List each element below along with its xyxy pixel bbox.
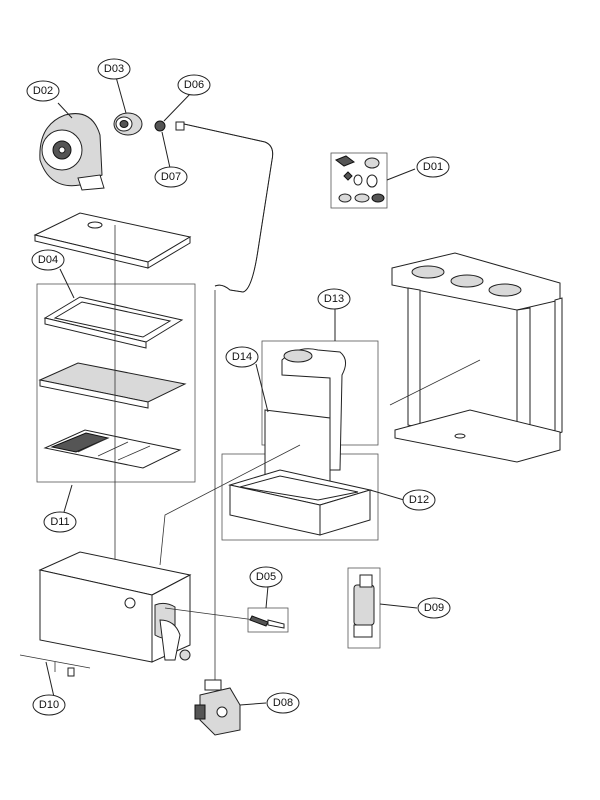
rod-d10 xyxy=(19,654,91,677)
callout-D10: D10 xyxy=(32,694,66,716)
callout-D07: D07 xyxy=(154,166,188,188)
label-D10: D10 xyxy=(39,699,59,711)
leader-lines xyxy=(45,76,418,706)
label-D02: D02 xyxy=(33,85,53,97)
boiler-casing xyxy=(391,252,563,463)
fan-blower-d02 xyxy=(39,113,105,191)
label-D03: D03 xyxy=(104,63,124,75)
callout-D02: D02 xyxy=(26,80,60,102)
chamber-frame-d12 xyxy=(228,469,372,536)
callout-D09: D09 xyxy=(417,597,451,619)
fan-mounting-plate xyxy=(33,212,192,269)
seal-kit-d01 xyxy=(330,152,388,209)
label-D12: D12 xyxy=(409,494,429,506)
label-D01: D01 xyxy=(423,161,443,173)
gas-pipe xyxy=(183,123,274,293)
burner-perforated-plate xyxy=(38,362,187,409)
label-D13: D13 xyxy=(324,293,344,305)
fitting-d06-d07 xyxy=(154,120,185,132)
callout-D01: D01 xyxy=(416,156,450,178)
callout-D05: D05 xyxy=(249,566,283,588)
callout-D12: D12 xyxy=(402,489,436,511)
burner-group-box-d11 xyxy=(36,283,196,483)
callout-D11: D11 xyxy=(43,511,77,533)
adapter-d03 xyxy=(113,112,143,136)
burner-grid-plate xyxy=(43,429,182,469)
callout-D13: D13 xyxy=(317,288,351,310)
electrode-d05 xyxy=(247,607,289,633)
label-D14: D14 xyxy=(232,351,252,363)
flue-hood-d13 xyxy=(281,348,346,471)
label-D07: D07 xyxy=(161,171,181,183)
callout-D14: D14 xyxy=(225,346,259,368)
callout-D04: D04 xyxy=(31,249,65,271)
heat-exchanger xyxy=(38,551,256,663)
callout-D06: D06 xyxy=(177,74,211,96)
label-D06: D06 xyxy=(184,79,204,91)
label-D08: D08 xyxy=(273,697,293,709)
label-D09: D09 xyxy=(424,602,444,614)
gas-valve-d08 xyxy=(194,679,241,736)
sensor-d09 xyxy=(347,567,381,649)
label-D05: D05 xyxy=(256,571,276,583)
callout-D03: D03 xyxy=(97,58,131,80)
label-D11: D11 xyxy=(50,516,69,528)
label-D04: D04 xyxy=(38,254,58,266)
burner-frame-d04 xyxy=(43,296,184,349)
callout-D08: D08 xyxy=(266,692,300,714)
